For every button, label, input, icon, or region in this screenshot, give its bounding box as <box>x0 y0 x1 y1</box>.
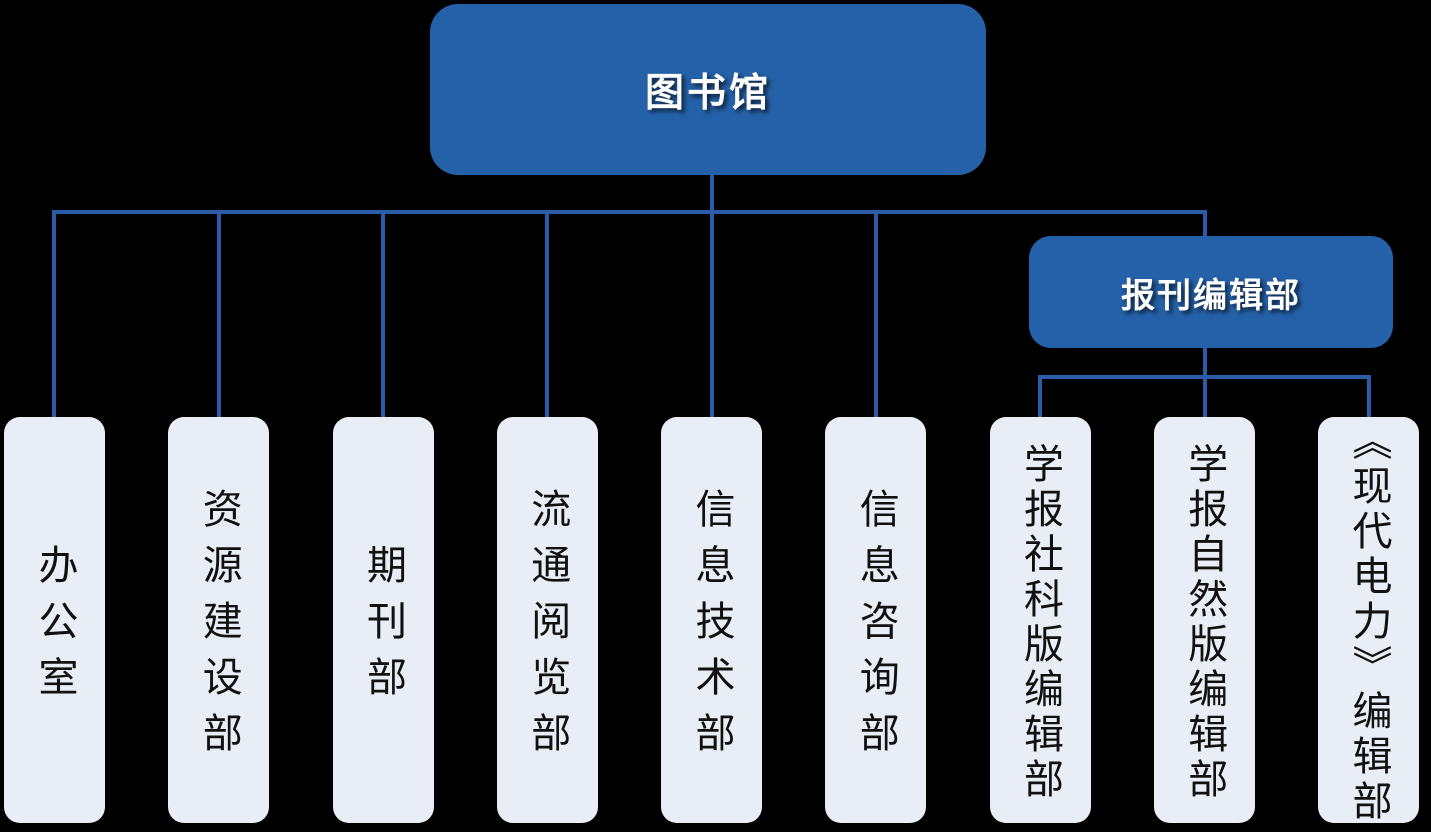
leaf-label-9: 《现代电力》编辑部 <box>1346 420 1392 825</box>
connector-drop-8 <box>1203 377 1207 418</box>
leaf-label-6: 信息咨询部 <box>853 488 899 768</box>
leaf-node-1: 办公室 <box>4 417 105 823</box>
connector-drop-6 <box>874 212 878 418</box>
org-branch-node: 报刊编辑部 <box>1029 236 1393 348</box>
leaf-node-8: 学报自然版编辑部 <box>1153 417 1255 823</box>
leaf-node-9: 《现代电力》编辑部 <box>1318 417 1419 825</box>
org-root-node: 图书馆 <box>430 4 986 175</box>
leaf-label-4: 流通阅览部 <box>525 488 571 768</box>
connector-drop-9 <box>1367 377 1371 418</box>
connector-branch-drop <box>1203 212 1207 238</box>
connector-drop-1 <box>52 212 56 418</box>
leaf-node-2: 资源建设部 <box>168 417 270 823</box>
leaf-label-5: 信息技术部 <box>689 488 735 768</box>
leaf-label-2: 资源建设部 <box>196 488 242 768</box>
leaf-label-3: 期刊部 <box>361 544 406 712</box>
leaf-label-8: 学报自然版编辑部 <box>1182 442 1228 803</box>
connector-drop-7 <box>1038 377 1042 418</box>
connector-main-rail <box>52 210 1207 214</box>
leaf-label-7: 学报社科版编辑部 <box>1018 442 1063 803</box>
leaf-node-6: 信息咨询部 <box>825 417 927 823</box>
connector-drop-4 <box>545 212 549 418</box>
org-branch-label: 报刊编辑部 <box>1121 276 1301 315</box>
connector-drop-3 <box>381 212 385 418</box>
leaf-node-4: 流通阅览部 <box>496 417 598 823</box>
connector-drop-2 <box>217 212 221 418</box>
department-row: 办公室 资源建设部 期刊部 流通阅览部 信息技术部 信息咨询部 学报社科版编辑部… <box>4 417 1419 825</box>
leaf-node-3: 期刊部 <box>332 417 434 823</box>
connector-root-stem <box>710 175 714 418</box>
connector-branch-stem <box>1203 346 1207 379</box>
leaf-node-7: 学报社科版编辑部 <box>989 417 1091 823</box>
leaf-node-5: 信息技术部 <box>661 417 762 823</box>
org-root-label: 图书馆 <box>644 71 771 115</box>
leaf-label-1: 办公室 <box>32 544 78 712</box>
